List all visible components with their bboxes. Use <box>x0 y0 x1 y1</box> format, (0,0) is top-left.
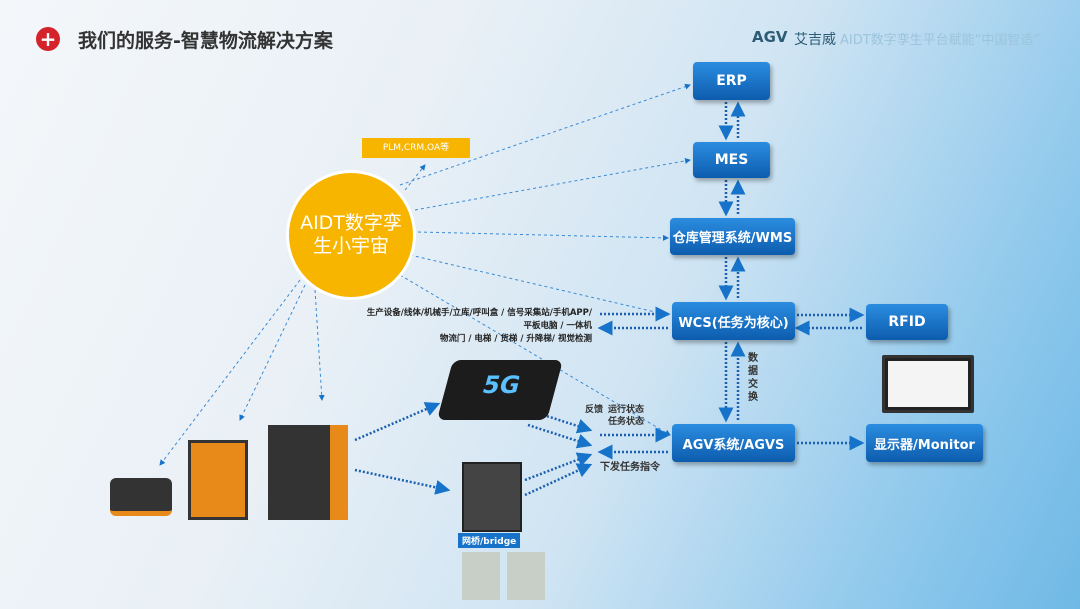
bridge-label: 网桥/bridge <box>458 533 521 548</box>
plm-tag: PLM,CRM,OA等 <box>362 138 470 158</box>
brand-logo: AGV <box>752 28 788 46</box>
device-line: 物流门 / 电梯 / 货梯 / 升降梯/ 视觉检测 <box>439 334 592 344</box>
task-status-label: 任务状态 <box>608 417 645 427</box>
mes-box: MES <box>693 142 770 178</box>
forklift-agv-icon <box>268 425 348 520</box>
rfid-box: RFID <box>866 304 948 340</box>
wcs-box: WCS(任务为核心) <box>672 302 795 340</box>
device-line: 生产设备/线体/机械手/立库/呼叫盒 / 信号采集站/手机APP/ <box>366 308 592 318</box>
wms-box: 仓库管理系统/WMS <box>670 218 795 255</box>
forklift-agv-icon <box>188 440 248 520</box>
agv-box: AGV系统/AGVS <box>672 424 795 462</box>
bridge-device-icon <box>462 462 522 532</box>
antenna-icon <box>462 552 500 600</box>
device-list: 生产设备/线体/机械手/立库/呼叫盒 / 信号采集站/手机APP/ 平板电脑 /… <box>330 307 592 346</box>
brand-name: 艾吉威 <box>794 32 836 48</box>
device-line: 平板电脑 / 一体机 <box>523 321 592 331</box>
monitor-box: 显示器/Monitor <box>866 424 983 462</box>
antenna-icon <box>507 552 545 600</box>
logo-cross-icon: + <box>36 27 60 51</box>
run-status-label: 运行状态 <box>608 405 645 415</box>
feedback-label: 反馈 <box>585 405 604 415</box>
data-exchange-label: 数据交换 <box>748 353 758 403</box>
dispatch-label: 下发任务指令 <box>600 462 660 473</box>
hub-label: AIDT数字孪生小宇宙 <box>300 212 402 257</box>
aidt-hub: AIDT数字孪生小宇宙 <box>286 170 416 300</box>
slogan: AIDT数字孪生平台赋能“中国智造” <box>840 33 1041 48</box>
page-title: 我们的服务-智慧物流解决方案 <box>78 30 333 52</box>
monitor-icon <box>882 355 974 413</box>
phone-5g-icon: 5G <box>436 360 564 420</box>
agv-robot-icon <box>110 478 172 516</box>
erp-box: ERP <box>693 62 770 100</box>
5g-label: 5G <box>479 371 524 399</box>
